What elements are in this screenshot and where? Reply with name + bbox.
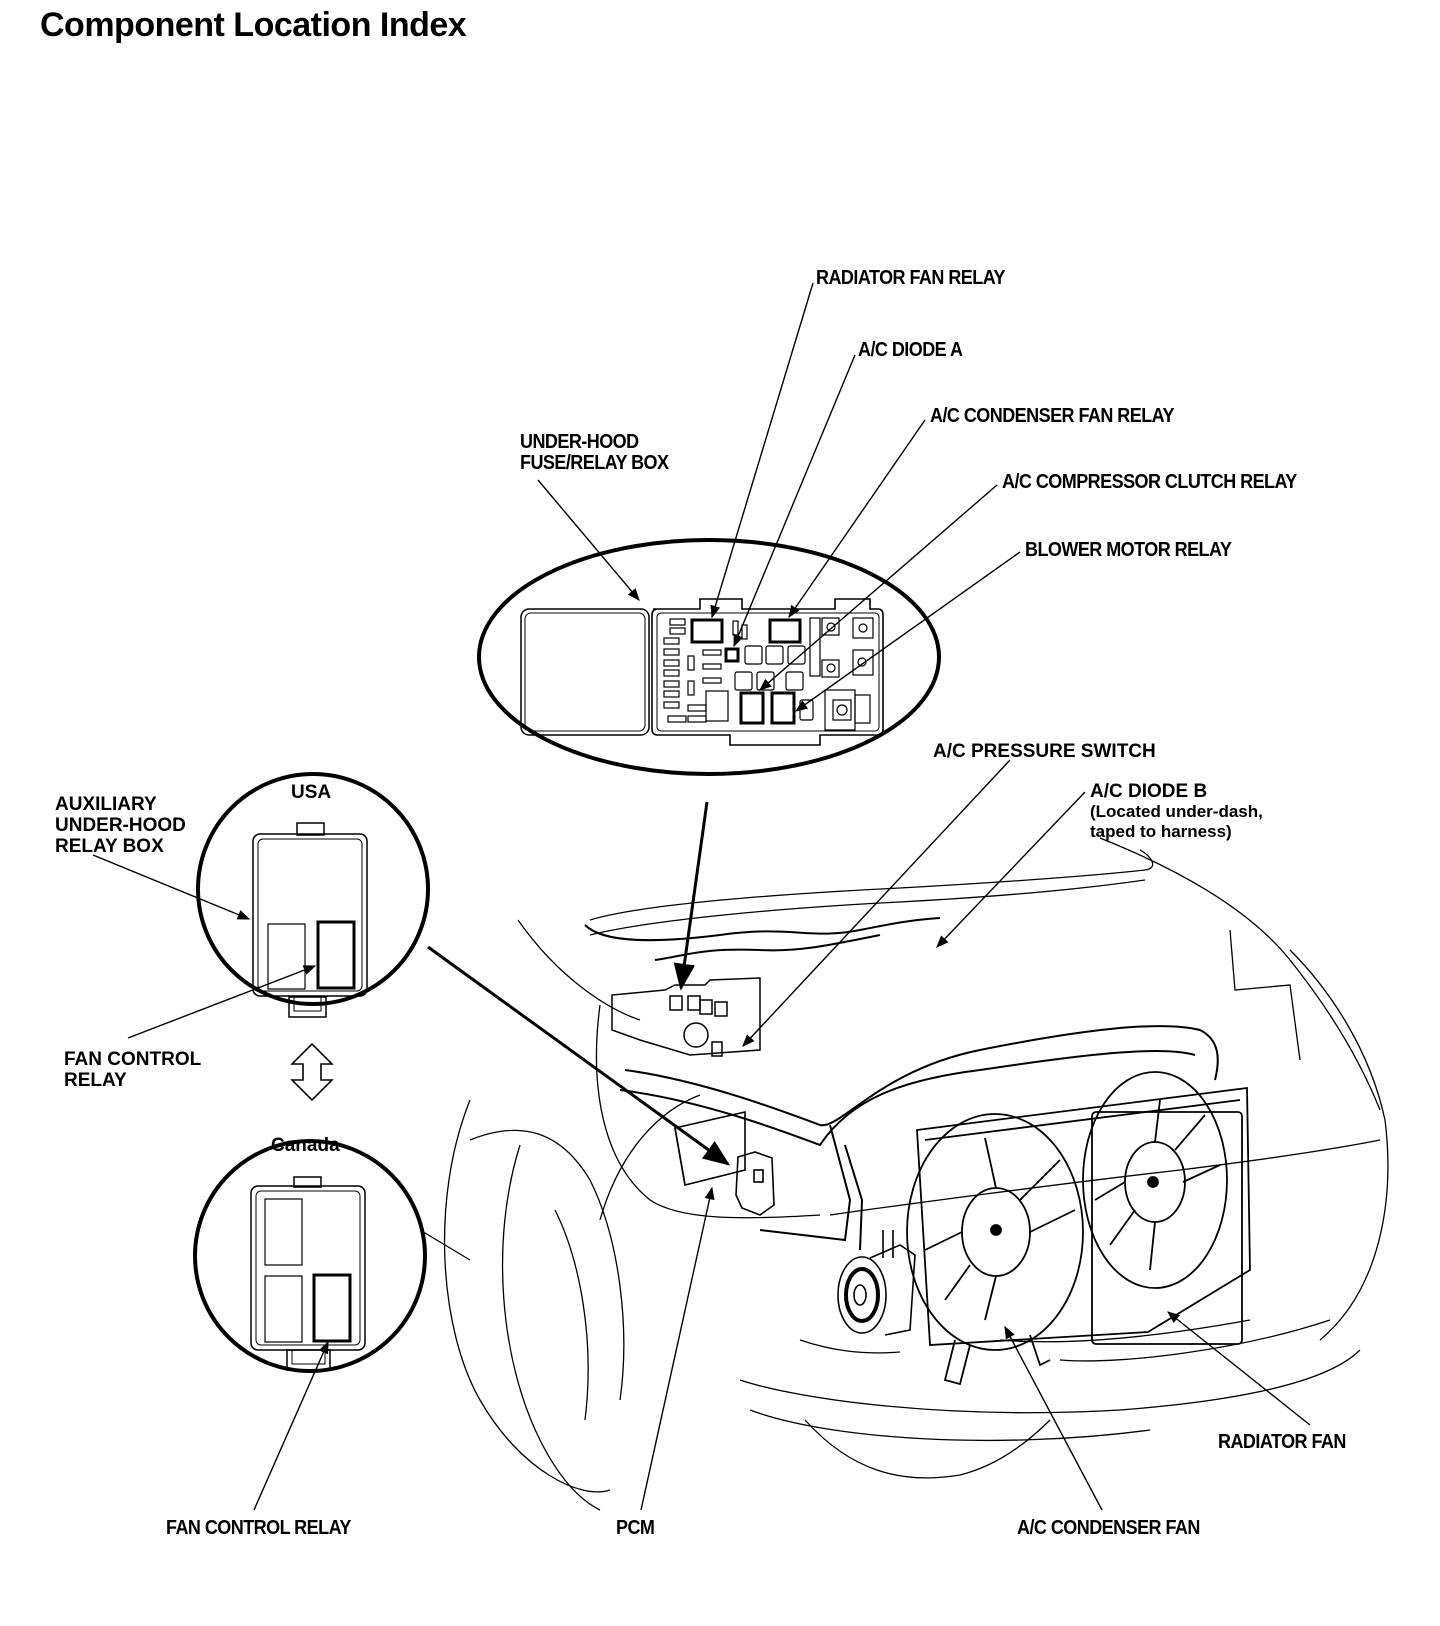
label-fan-control-relay-canada: FAN CONTROL RELAY xyxy=(166,1517,351,1539)
leader-radiator-fan xyxy=(1167,1311,1311,1426)
label-canada: Canada xyxy=(271,1135,340,1156)
label-ac-compressor-clutch-relay: A/C COMPRESSOR CLUTCH RELAY xyxy=(1002,471,1297,493)
fuse-relay-box-inset xyxy=(477,538,941,776)
ac-diode-a-marker xyxy=(724,647,740,663)
leader-ac-condenser-fan-relay xyxy=(788,419,926,619)
leader-usa-fan-control-relay xyxy=(127,965,317,1039)
radiator-fan-relay-marker xyxy=(690,618,724,644)
double-headed-vertical-arrow-icon xyxy=(290,1042,334,1102)
label-fan-control-relay-usa: FAN CONTROL RELAY xyxy=(64,1049,201,1091)
label-radiator-fan-relay: RADIATOR FAN RELAY xyxy=(816,267,1006,289)
leader-canada-fan-control-relay xyxy=(253,1340,329,1511)
label-line: A/C DIODE B xyxy=(1090,781,1208,802)
label-pcm: PCM xyxy=(616,1517,655,1539)
label-usa: USA xyxy=(291,782,332,803)
leader-ac-diode-a xyxy=(733,354,856,648)
leader-fuse-box-to-vehicle xyxy=(673,801,709,991)
label-ac-condenser-fan-relay: A/C CONDENSER FAN RELAY xyxy=(930,405,1174,427)
usa-fan-control-relay-marker xyxy=(316,920,356,990)
label-line: UNDER-HOOD xyxy=(520,431,639,453)
label-line: UNDER-HOOD xyxy=(55,815,186,836)
label-line: RELAY BOX xyxy=(55,836,164,857)
leader-ac-condenser-fan xyxy=(1004,1325,1103,1511)
leader-ac-pressure-switch xyxy=(742,759,1011,1047)
label-line: AUXILIARY xyxy=(55,794,157,815)
leader-lines xyxy=(92,282,1311,1511)
pcm-unit xyxy=(674,1110,775,1216)
label-line: taped to harness) xyxy=(1090,822,1232,841)
canada-fan-control-relay-marker xyxy=(312,1273,352,1343)
ac-compressor-clutch-relay-marker xyxy=(739,691,765,725)
fan-shroud-assembly xyxy=(906,1071,1251,1386)
label-line: (Located under-dash, xyxy=(1090,802,1263,821)
vehicle-front-outline xyxy=(419,837,1389,1511)
label-ac-diode-a: A/C DIODE A xyxy=(858,339,963,361)
leader-ac-diode-b xyxy=(936,791,1086,948)
page-title: Component Location Index xyxy=(40,6,467,44)
blower-motor-relay-marker xyxy=(770,691,796,725)
label-blower-motor-relay: BLOWER MOTOR RELAY xyxy=(1025,539,1232,561)
leader-pcm xyxy=(640,1186,715,1511)
leader-ac-compressor-clutch-relay xyxy=(759,484,998,691)
leader-radiator-fan-relay xyxy=(710,282,814,619)
label-ac-diode-b: A/C DIODE B (Located under-dash, taped t… xyxy=(1090,781,1263,842)
label-ac-condenser-fan: A/C CONDENSER FAN xyxy=(1017,1517,1200,1539)
label-line: FUSE/RELAY BOX xyxy=(520,452,669,474)
label-under-hood-fuse-relay-box: UNDER-HOOD FUSE/RELAY BOX xyxy=(520,431,669,474)
label-radiator-fan: RADIATOR FAN xyxy=(1218,1431,1346,1453)
label-line: RELAY xyxy=(64,1070,127,1091)
engine-bay-fuse-box xyxy=(611,977,761,1057)
leader-auxiliary-relay-box xyxy=(92,854,251,920)
label-ac-pressure-switch: A/C PRESSURE SWITCH xyxy=(933,741,1156,762)
ac-compressor xyxy=(837,1230,916,1336)
canada-relay-box-inset xyxy=(193,1139,427,1373)
leader-blower-motor-relay xyxy=(794,551,1021,712)
leader-aux-box-to-vehicle xyxy=(427,945,731,1166)
label-auxiliary-under-hood-relay-box: AUXILIARY UNDER-HOOD RELAY BOX xyxy=(55,794,186,857)
label-line: FAN CONTROL xyxy=(64,1049,202,1070)
leader-under-hood-fuse-box xyxy=(537,479,640,601)
ac-condenser-fan-relay-marker xyxy=(768,618,802,644)
usa-relay-box-inset xyxy=(196,772,430,1018)
